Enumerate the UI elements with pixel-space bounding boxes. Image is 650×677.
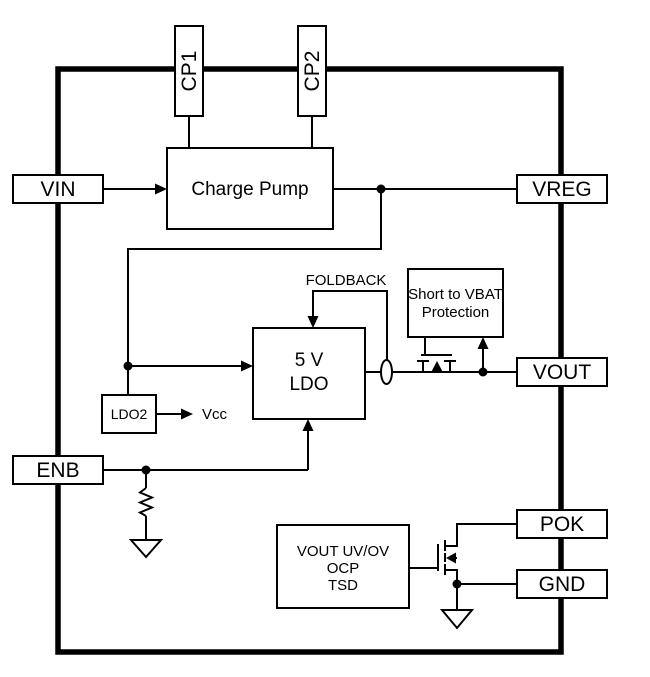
label-protection-line2: OCP (327, 560, 360, 577)
pin-label-enb: ENB (36, 459, 79, 482)
pin-box-cp2 (297, 25, 327, 117)
block-ldo2 (101, 394, 157, 434)
block-ldo (252, 327, 366, 420)
wires (103, 116, 517, 610)
pmos-body-arrow (431, 361, 443, 372)
ground-symbol-enb (128, 539, 164, 559)
wire-vreg-to-ldo2 (127, 189, 382, 395)
arrowhead-vcc (181, 408, 193, 420)
label-protection-line1: VOUT UV/OV (297, 543, 389, 560)
pin-label-vin: VIN (40, 178, 75, 201)
junction-dot-ldo2 (123, 361, 133, 371)
junction-dot-vout (478, 367, 488, 377)
pin-box-gnd (516, 569, 608, 599)
label-short-vbat-line2: Protection (422, 304, 490, 321)
wire-foldback-loop (312, 290, 388, 361)
pin-box-vout (516, 357, 608, 387)
arrowhead-foldback-into-ldo (307, 316, 319, 328)
pin-box-cp1 (174, 25, 204, 117)
nmos-body-arrow (446, 552, 456, 564)
label-vcc: Vcc (202, 406, 228, 423)
pmos-symbol (417, 354, 456, 372)
pin-box-vreg (516, 174, 608, 204)
pin-label-vout: VOUT (533, 361, 592, 384)
pin-box-pok (516, 509, 608, 539)
junction-dot-enb (141, 465, 151, 475)
wire-nmos-source-gnd (445, 569, 517, 585)
label-charge-pump: Charge Pump (191, 179, 308, 200)
pin-label-cp1: CP1 (178, 51, 201, 92)
label-ldo-line1: 5 V (295, 350, 324, 371)
arrowhead-into-ldo (241, 360, 253, 372)
nmos-symbol (437, 540, 457, 575)
arrowhead-enb-into-ldo (302, 419, 314, 431)
block-short-to-vbat (407, 268, 504, 338)
pin-label-pok: POK (540, 513, 584, 536)
pin-label-vreg: VREG (532, 178, 592, 201)
block-uvov-ocp-tsd (276, 524, 410, 609)
pin-label-gnd: GND (539, 573, 586, 596)
current-sense-oval (380, 359, 393, 385)
resistor-symbol (137, 487, 155, 517)
block-charge-pump (166, 147, 334, 230)
arrowhead-into-chargepump (155, 183, 167, 195)
ground-symbol-nmos (439, 609, 475, 630)
label-short-vbat-line1: Short to VBAT (408, 286, 503, 303)
pin-box-vin (12, 174, 104, 204)
label-protection-line3: TSD (328, 577, 358, 594)
label-ldo2: LDO2 (111, 406, 148, 422)
pin-box-enb (12, 455, 104, 485)
label-ldo-line2: LDO (289, 374, 328, 395)
label-foldback: FOLDBACK (306, 272, 387, 289)
arrowhead-into-protection (477, 337, 489, 349)
junction-dot-vreg (376, 184, 386, 194)
pin-label-cp2: CP2 (301, 51, 324, 92)
wire-nmos-drain-pok (445, 523, 517, 547)
junction-dot-gnd (452, 579, 462, 589)
